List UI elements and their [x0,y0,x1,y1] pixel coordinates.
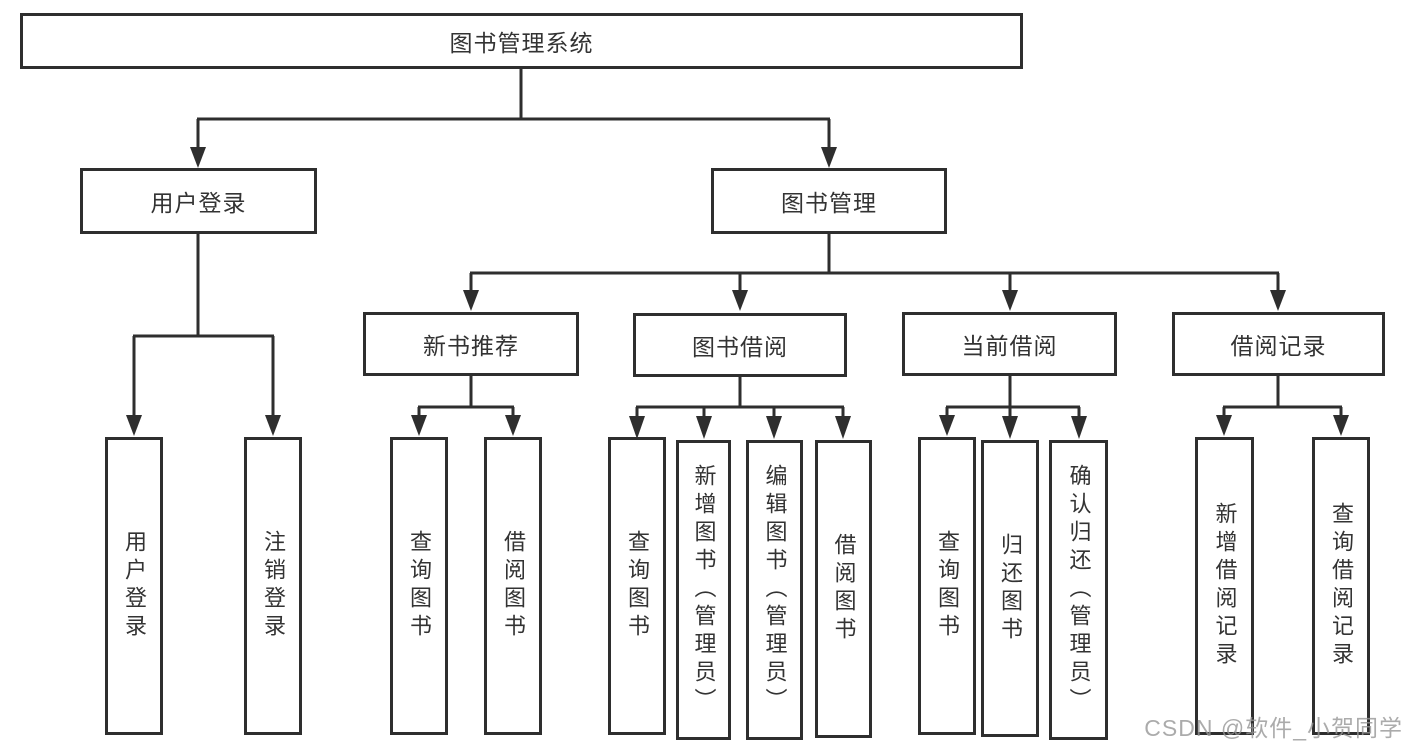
leaf-edit-books-admin: 编辑图书（管理员） [746,440,803,740]
leaf-borrow-books-recommend-label: 借阅图书 [501,530,526,642]
node-current-borrowing-label: 当前借阅 [961,333,1058,359]
leaf-edit-books-admin-label: 编辑图书（管理员） [762,464,788,716]
connector-book-management-tree [469,233,1280,295]
node-borrowing-records: 借阅记录 [1172,312,1385,376]
node-book-management-module-label: 图书管理 [781,190,877,216]
node-user-login-module: 用户登录 [80,168,317,234]
node-root-system: 图书管理系统 [20,13,1023,69]
leaf-search-books-recommend: 查询图书 [390,437,448,735]
leaf-logout-label: 注销登录 [261,530,286,642]
connector-user-login-tree [132,233,275,419]
leaf-add-books-admin: 新增图书（管理员） [676,440,731,740]
node-book-borrowing: 图书借阅 [633,313,847,377]
leaf-search-books-current: 查询图书 [918,437,976,735]
leaf-user-login-label: 用户登录 [122,530,147,642]
leaf-logout: 注销登录 [244,437,302,735]
leaf-search-books-current-label: 查询图书 [935,530,960,642]
node-new-book-recommend-label: 新书推荐 [423,333,519,359]
node-user-login-module-label: 用户登录 [150,190,247,216]
node-new-book-recommend: 新书推荐 [363,312,579,376]
leaf-search-books-borrowing-label: 查询图书 [625,530,650,642]
connector-borrow-record-tree [1222,376,1343,419]
leaf-search-books-recommend-label: 查询图书 [407,530,432,642]
leaf-confirm-return-admin-label: 确认归还（管理员） [1066,464,1092,716]
leaf-search-books-borrowing: 查询图书 [608,437,666,735]
leaf-add-borrow-record-label: 新增借阅记录 [1212,502,1238,670]
leaf-borrow-books-borrowing-label: 借阅图书 [831,533,857,645]
node-root-system-label: 图书管理系统 [449,30,594,56]
leaf-add-books-admin-label: 新增图书（管理员） [691,464,717,716]
node-book-management-module: 图书管理 [711,168,947,234]
node-current-borrowing: 当前借阅 [902,312,1117,376]
leaf-confirm-return-admin: 确认归还（管理员） [1049,440,1108,740]
leaf-return-books-label: 归还图书 [998,532,1023,645]
connector-book-borrow-tree [635,377,845,421]
leaf-search-borrow-record: 查询借阅记录 [1312,437,1370,735]
node-borrowing-records-label: 借阅记录 [1230,333,1327,359]
leaf-borrow-books-recommend: 借阅图书 [484,437,542,735]
leaf-return-books: 归还图书 [981,440,1039,737]
leaf-user-login: 用户登录 [105,437,163,735]
connector-current-borrow-tree [945,376,1081,421]
connector-root-tree [196,69,831,150]
leaf-borrow-books-borrowing: 借阅图书 [815,440,872,738]
leaf-add-borrow-record: 新增借阅记录 [1195,437,1254,735]
leaf-search-borrow-record-label: 查询借阅记录 [1329,502,1354,670]
csdn-watermark: CSDN @软件_小贺同学 [1144,715,1403,741]
connector-new-book-tree [417,376,515,419]
node-book-borrowing-label: 图书借阅 [692,334,788,360]
